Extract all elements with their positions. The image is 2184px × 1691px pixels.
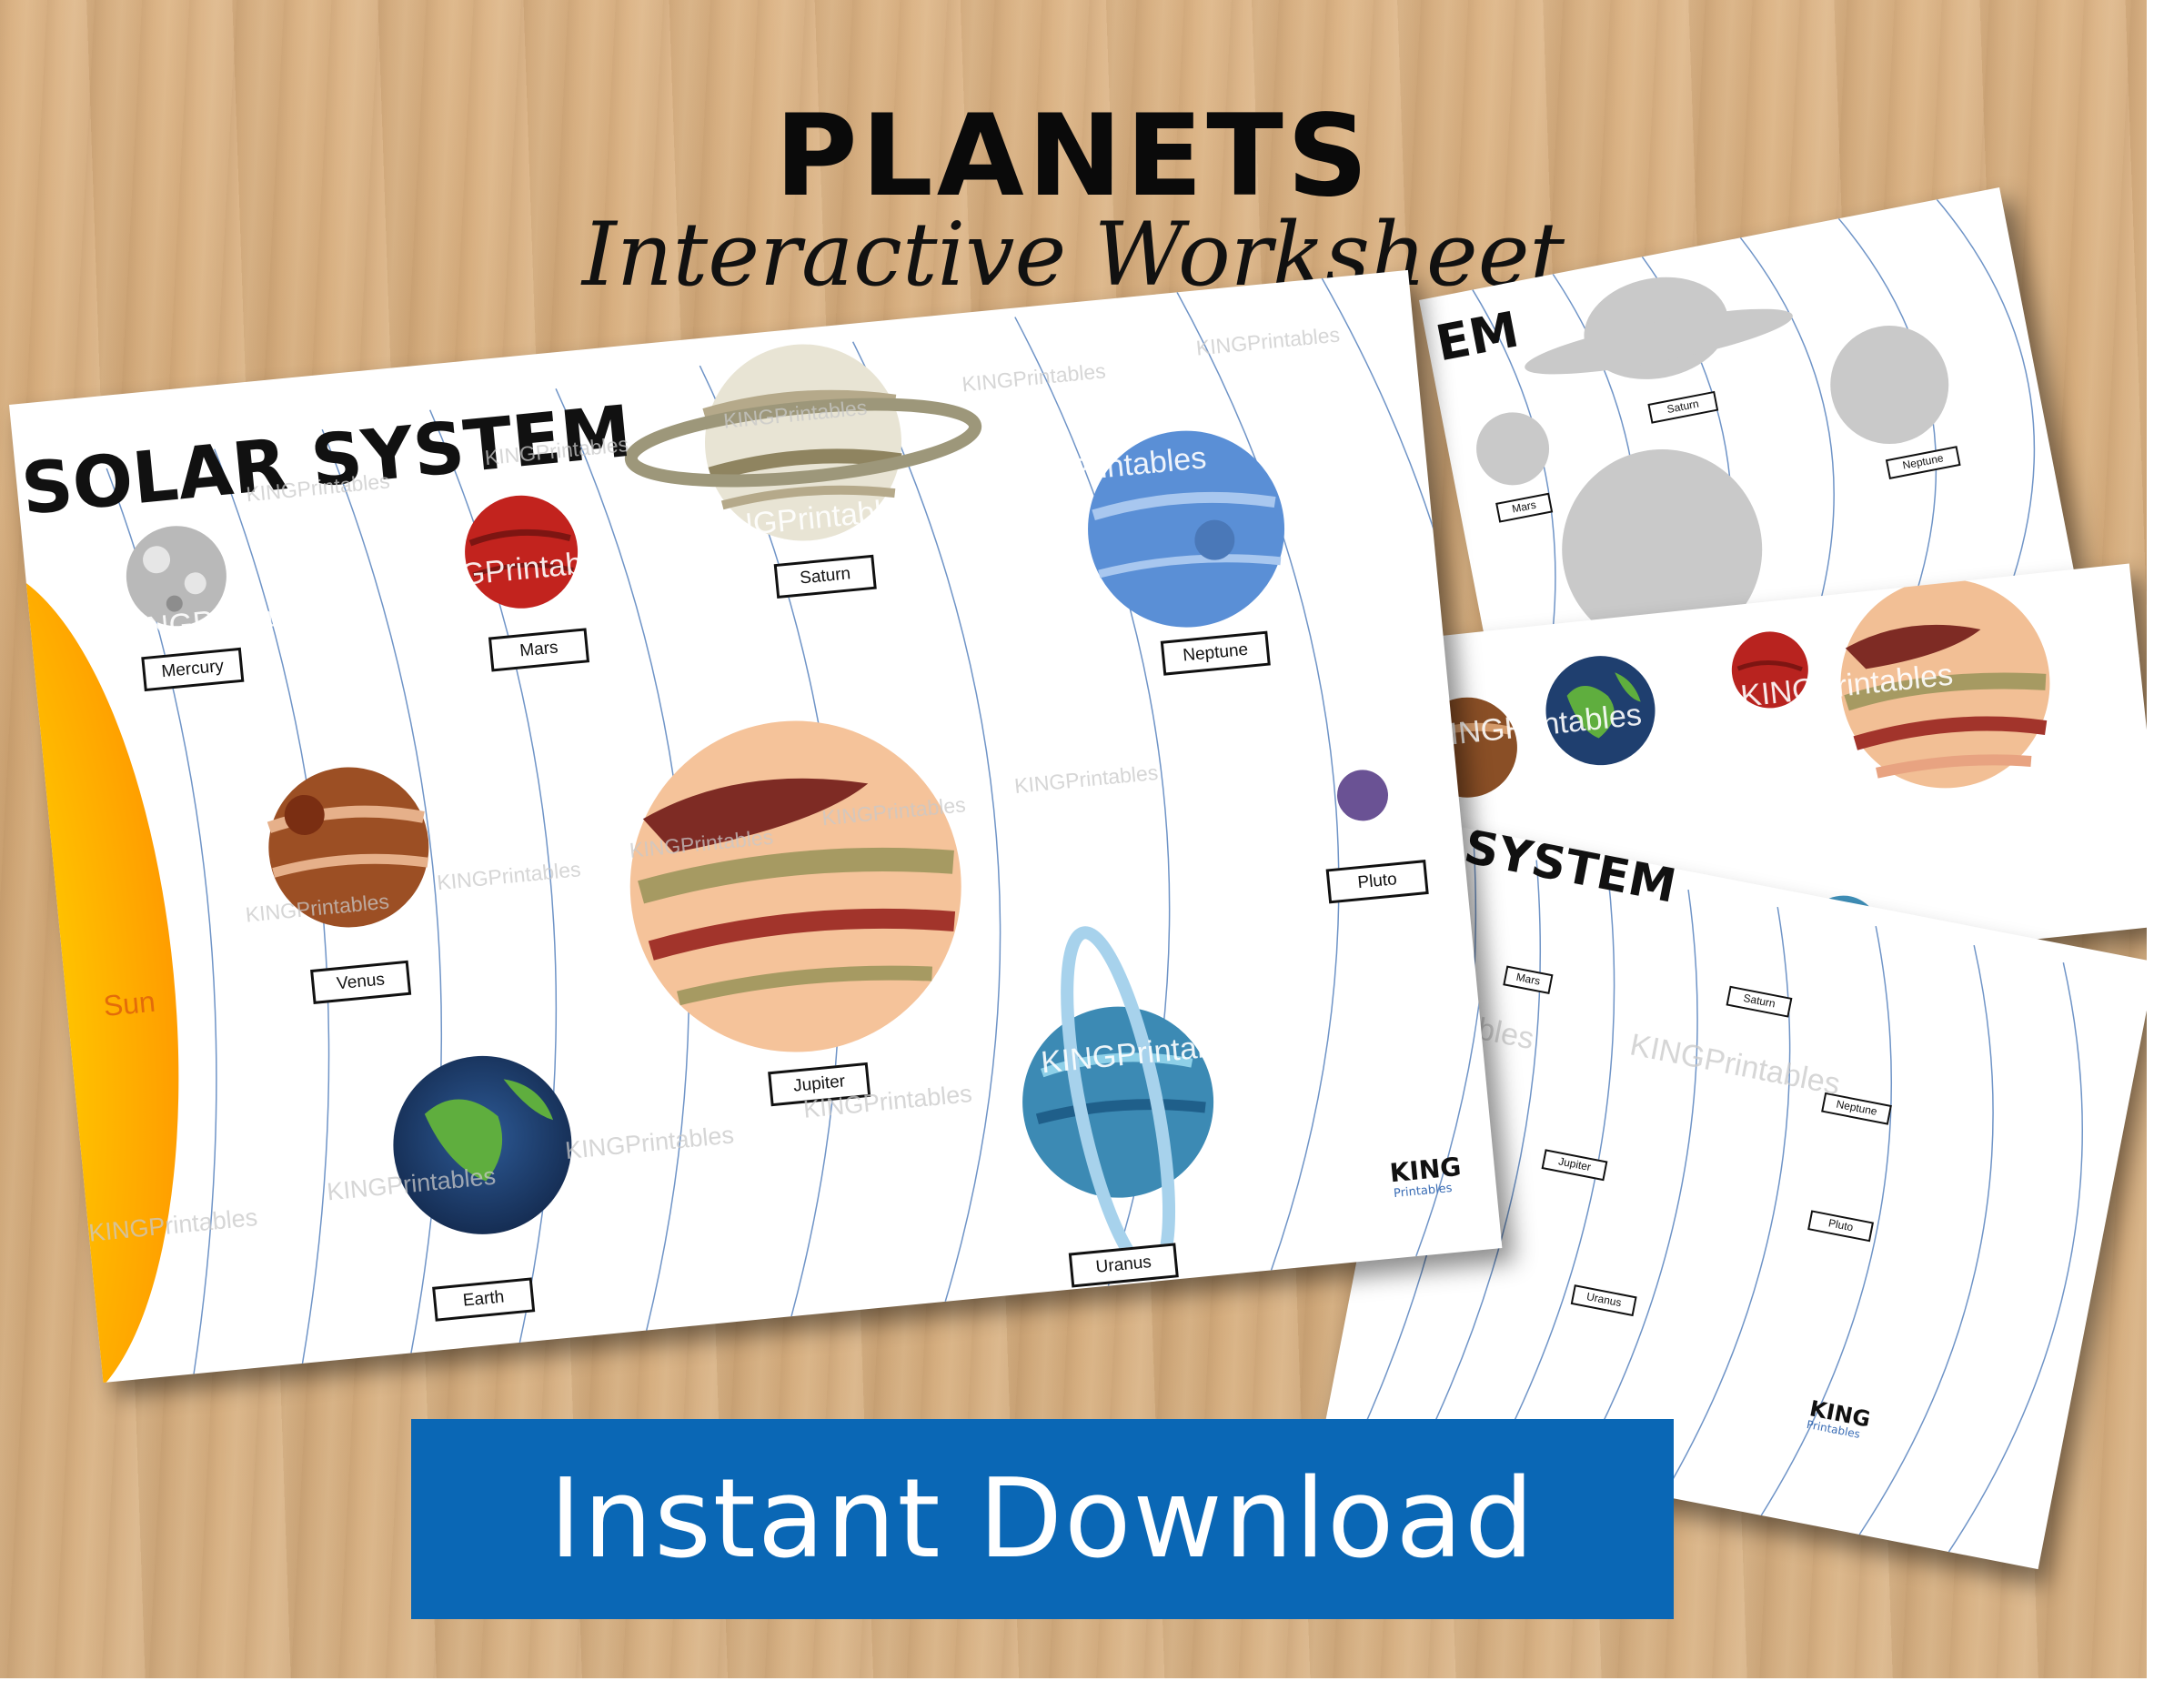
right-border [2147, 0, 2184, 1691]
instant-download-button[interactable]: Instant Download [411, 1419, 1674, 1619]
worksheet-silhouettes: EM Saturn Neptune Mars [1419, 186, 2075, 685]
pluto [1337, 770, 1389, 821]
mars-silhouette [1476, 412, 1550, 486]
neptune [1088, 430, 1285, 628]
worksheet-solar-system: SOLAR SYSTEM Sun Mercury Mars Saturn Nep… [9, 269, 1503, 1384]
orbit-lines [1472, 198, 2036, 674]
earth [393, 1055, 572, 1234]
mars-cutout [1731, 631, 1808, 709]
orbit-lines [1358, 848, 2083, 1553]
saturn [624, 344, 982, 541]
planet-cutouts [1433, 579, 2050, 969]
worksheet-planet-cutouts: KINGPrintables KINGPrintables KIN [1433, 563, 2147, 999]
bottom-border [0, 1678, 2147, 1691]
worksheet-labels-only: SYSTEM Mars Saturn Neptune Jupiter Pluto… [1323, 823, 2147, 1570]
venus [267, 767, 429, 928]
sun-label: Sun [102, 984, 157, 1023]
jupiter-silhouette [1562, 449, 1763, 650]
uranus [1022, 926, 1214, 1279]
jupiter [629, 720, 961, 1052]
mercury [126, 526, 226, 627]
mars [465, 495, 579, 609]
neptune-silhouette [1830, 326, 1949, 445]
page-title: PLANETS [774, 91, 1373, 222]
